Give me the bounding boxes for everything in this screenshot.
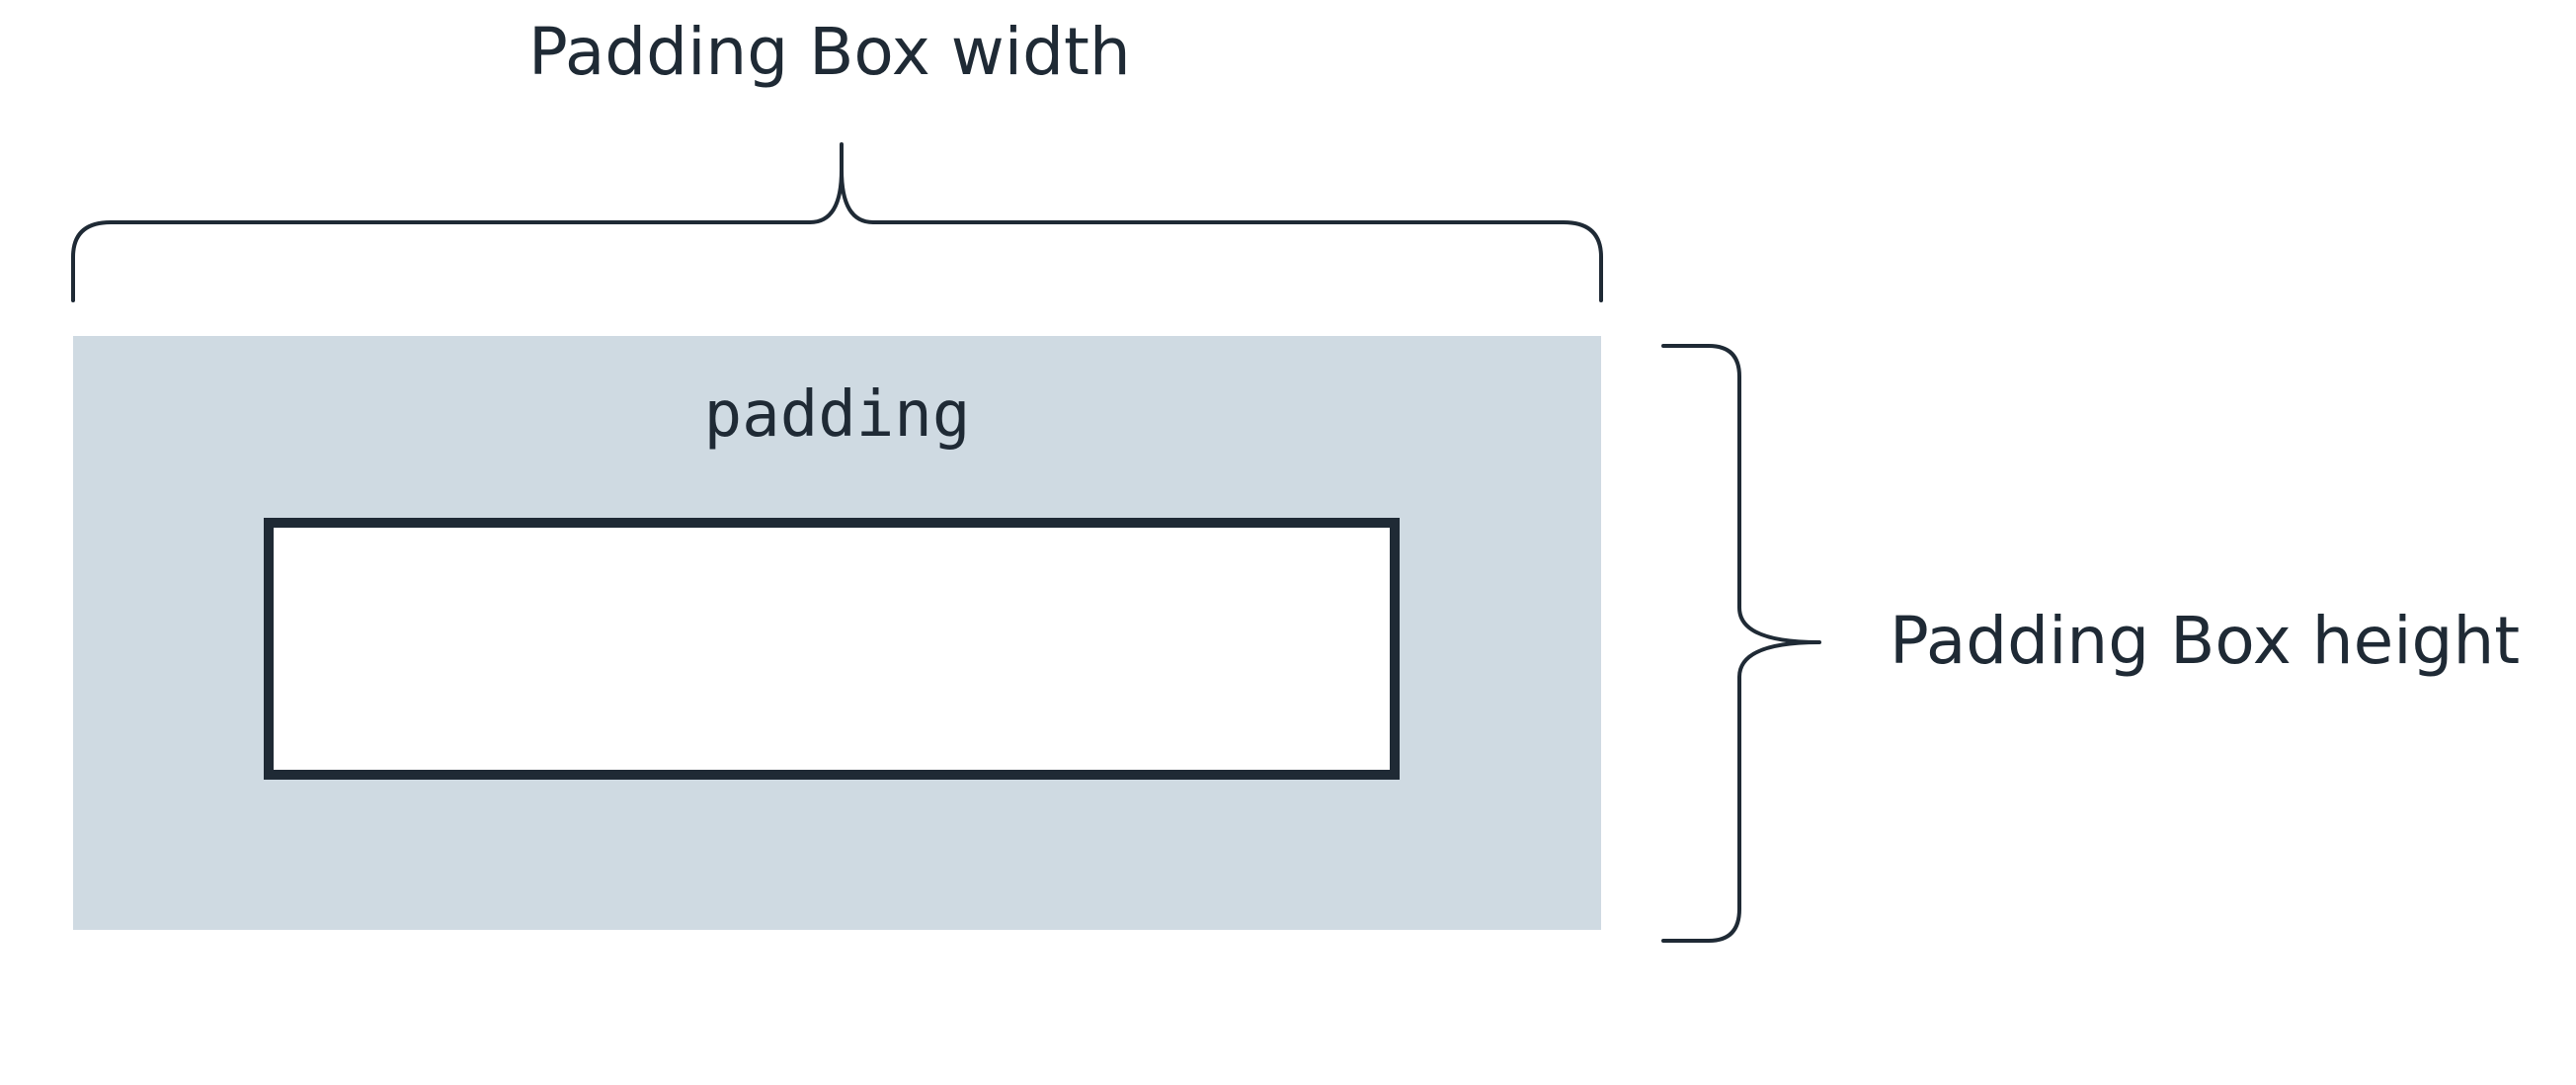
content-box: [264, 518, 1400, 780]
padding-label: padding: [703, 378, 971, 452]
top-width-bracket: [71, 142, 1603, 302]
padding-area: padding: [73, 336, 1601, 930]
padding-box-height-label: Padding Box height: [1890, 603, 2521, 679]
right-height-bracket: [1661, 344, 1821, 943]
padding-box-width-label: Padding Box width: [528, 14, 1131, 90]
